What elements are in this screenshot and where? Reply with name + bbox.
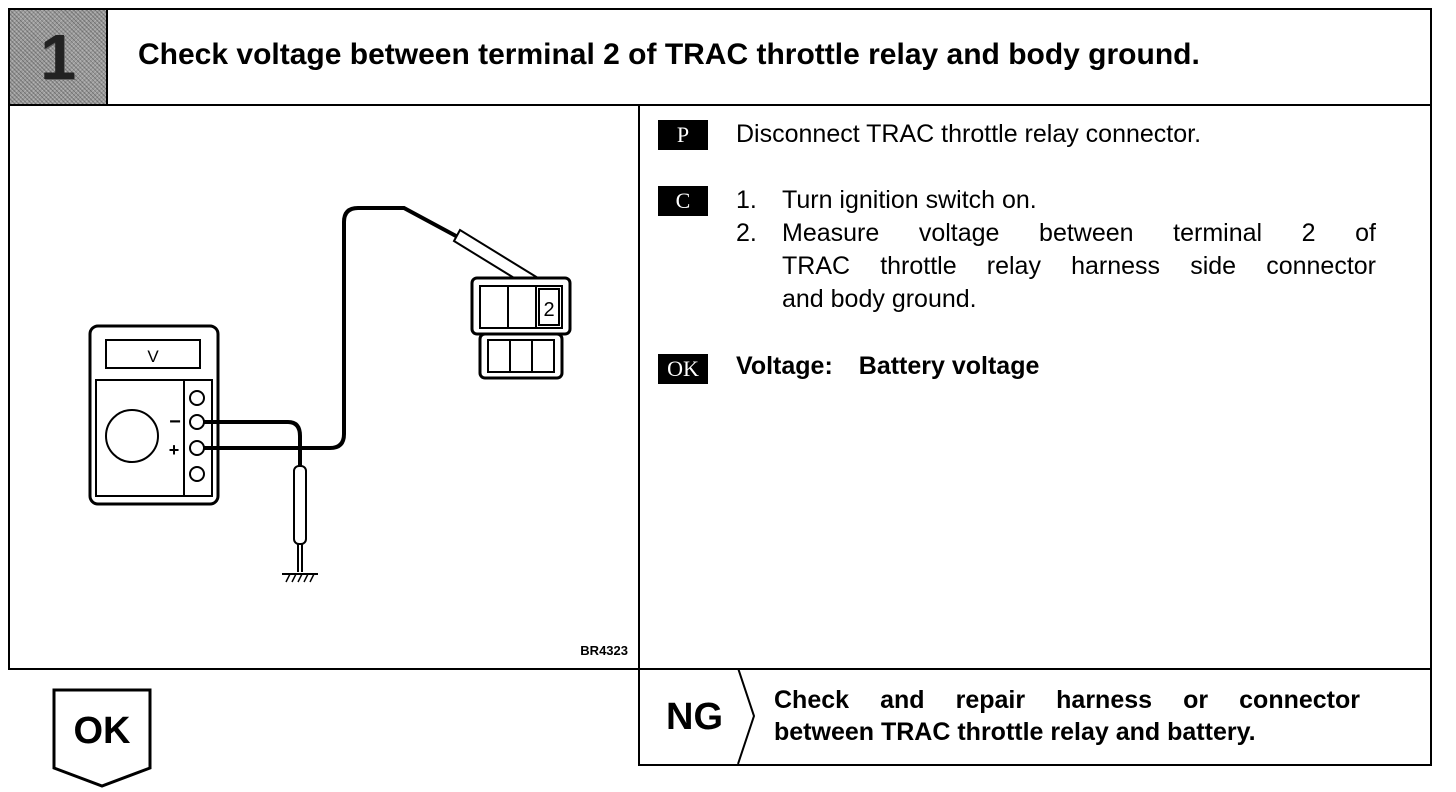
diagram-code: BR4323 [580, 643, 628, 658]
terminal-label: 2 [543, 299, 554, 321]
ng-result-box[interactable]: NG Check and repair harness or connector… [638, 668, 1432, 766]
ng-action-text: Check and repair harness or connector be… [774, 684, 1360, 748]
prepare-tag: P [658, 120, 708, 150]
wiring-diagram: V − + [88, 206, 572, 583]
ok-criteria-label: Voltage: [736, 352, 833, 380]
relay-connector [470, 276, 572, 380]
step-title: Check voltage between terminal 2 of TRAC… [138, 38, 1200, 71]
check-tag: C [658, 186, 708, 216]
ok-tag: OK [658, 354, 708, 384]
plus-label: + [169, 440, 180, 460]
meter-label: V [147, 347, 159, 366]
jack-4 [189, 466, 205, 482]
jack-minus [189, 414, 205, 430]
ok-criteria-value: Battery voltage [858, 352, 1040, 380]
step-number-box: 1 [10, 10, 108, 104]
ng-chevron-icon [737, 668, 756, 764]
ok-result-label: OK [73, 710, 131, 752]
check-step-1: 1.Turn ignition switch on. [736, 186, 1037, 214]
ng-action-line-2: between TRAC throttle relay and battery. [774, 718, 1256, 746]
ok-arrow[interactable] [52, 688, 152, 788]
ng-result-label: NG [666, 696, 723, 738]
ground-symbol [282, 573, 318, 583]
ground-lead [204, 420, 302, 466]
diagram-panel: V − + [8, 104, 640, 670]
ground-probe [293, 465, 307, 572]
check-steps: 1.Turn ignition switch on. 2.Measure vol… [736, 184, 1376, 316]
step-header: 1 Check voltage between terminal 2 of TR… [8, 8, 1432, 106]
jack-plus [189, 440, 205, 456]
check-step-2-line-2: TRAC throttle relay harness side connect… [782, 252, 1376, 280]
minus-label: − [169, 411, 181, 433]
jack-1 [189, 390, 205, 406]
check-step-2-line-1: 2.Measure voltage between terminal 2 of [736, 219, 1376, 247]
ng-action-line-1: Check and repair harness or connector [774, 686, 1360, 714]
voltmeter [88, 324, 220, 506]
step-number: 1 [40, 21, 76, 93]
instruction-panel: P Disconnect TRAC throttle relay connect… [638, 104, 1432, 670]
ok-criteria: Voltage: Battery voltage [736, 352, 1039, 381]
check-step-2-line-3: and body ground. [782, 285, 977, 313]
positive-lead [204, 206, 457, 450]
prepare-text: Disconnect TRAC throttle relay connector… [736, 120, 1202, 148]
